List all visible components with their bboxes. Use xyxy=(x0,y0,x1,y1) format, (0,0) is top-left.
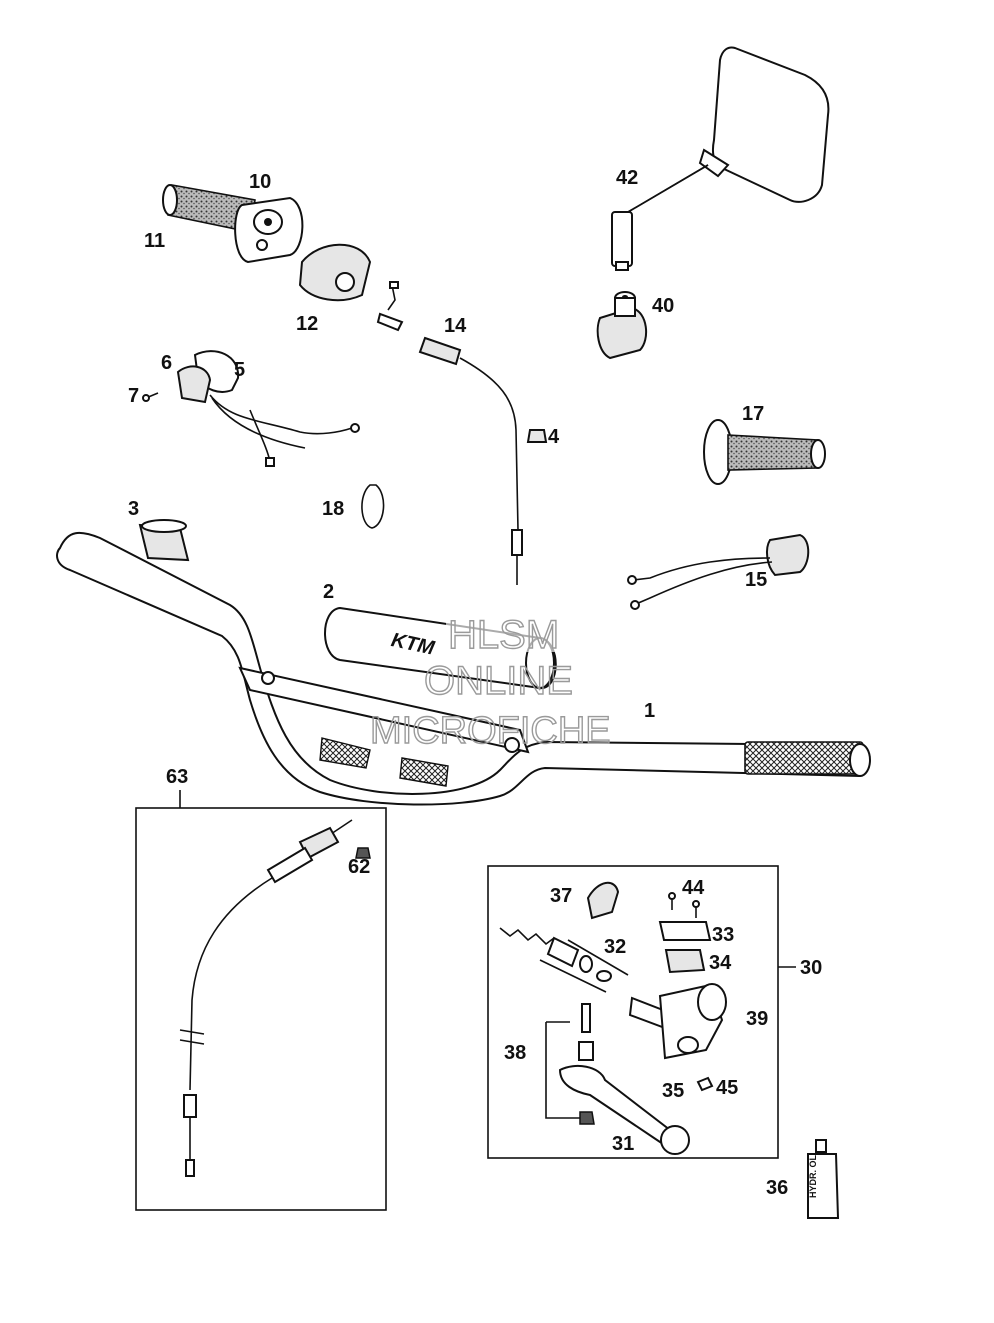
label-part-2: 2 xyxy=(323,581,334,603)
mirror-part-42 xyxy=(611,46,830,271)
label-part-32: 32 xyxy=(604,936,626,958)
label-part-40: 40 xyxy=(652,295,674,317)
label-part-1: 1 xyxy=(644,700,655,722)
choke-cable-part-14 xyxy=(376,281,523,585)
throttle-cover-part-12 xyxy=(298,243,372,302)
label-part-4: 4 xyxy=(548,426,560,448)
clutch-assembly-box-30 xyxy=(487,865,796,1159)
label-part-39: 39 xyxy=(746,1008,768,1030)
label-part-37: 37 xyxy=(550,885,572,907)
sleeve-part-3 xyxy=(138,519,190,562)
watermark-line-3: MICROFICHE xyxy=(370,710,611,752)
label-part-45: 45 xyxy=(716,1077,738,1099)
label-part-62: 62 xyxy=(348,856,370,878)
mirror-clamp-part-40 xyxy=(596,291,648,360)
label-part-12: 12 xyxy=(296,313,318,335)
label-part-31: 31 xyxy=(612,1133,634,1155)
throttle-cable-box-63 xyxy=(135,790,387,1211)
label-part-11: 11 xyxy=(144,230,165,252)
cable-tie-part-18 xyxy=(361,484,385,529)
watermark: HLSM ONLINE MICROFICHE xyxy=(369,612,611,753)
kill-switch-part-5 xyxy=(176,350,360,467)
label-part-44: 44 xyxy=(682,877,705,899)
bottle-label: HYDR. ÖL xyxy=(808,1154,818,1198)
label-part-38: 38 xyxy=(504,1042,526,1064)
label-part-30: 30 xyxy=(800,957,822,979)
label-part-10: 10 xyxy=(249,171,271,193)
label-part-42: 42 xyxy=(616,167,638,189)
throttle-housing-part-10 xyxy=(234,196,304,264)
label-part-34: 34 xyxy=(709,952,732,974)
handlebar-part-1 xyxy=(56,531,871,806)
watermark-line-2: ONLINE xyxy=(424,659,573,703)
label-part-33: 33 xyxy=(712,924,734,946)
label-part-5: 5 xyxy=(234,359,245,381)
nut-part-4 xyxy=(526,429,548,443)
label-part-3: 3 xyxy=(128,498,139,520)
label-part-35: 35 xyxy=(662,1080,684,1102)
label-part-14: 14 xyxy=(444,315,467,337)
switch-part-15 xyxy=(627,533,810,610)
label-part-6: 6 xyxy=(161,352,172,374)
screw-part-7 xyxy=(142,392,159,402)
label-part-7: 7 xyxy=(128,385,139,407)
label-part-63: 63 xyxy=(166,766,188,788)
label-part-36: 36 xyxy=(766,1177,788,1199)
brake-fluid-bottle-part-36: HYDR. ÖL xyxy=(807,1139,840,1219)
part-labels: 1 2 3 4 5 6 7 10 11 12 14 15 17 18 30 31… xyxy=(128,167,822,1199)
label-part-18: 18 xyxy=(322,498,344,520)
watermark-line-1: HLSM xyxy=(448,613,559,657)
label-part-17: 17 xyxy=(742,403,764,425)
grip-part-17 xyxy=(703,419,826,485)
label-part-15: 15 xyxy=(745,569,767,591)
